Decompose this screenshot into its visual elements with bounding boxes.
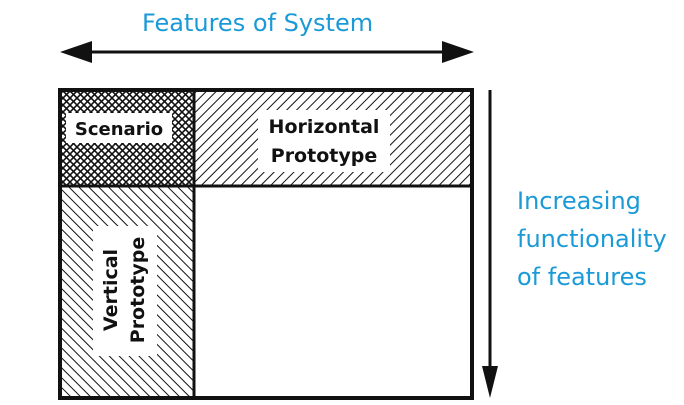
horizontal-label-line-2: Prototype [271,145,377,167]
horizontal-label-line-1: Horizontal [269,116,380,138]
vertical-label-bg [93,226,157,356]
scenario-label-bg [66,113,172,143]
side-label-line-1: Increasing [517,187,641,215]
vertical-label: Vertical Prototype [100,237,149,343]
scenario-label: Scenario [75,119,163,140]
outer-box [58,88,474,400]
side-label-line-3: of features [517,263,647,291]
vertical-label-line-2: Prototype [127,237,149,343]
vertical-label-line-1: Vertical [100,249,122,331]
increasing-functionality-label: Increasing functionality of features [517,182,667,296]
features-of-system-label: Features of System [142,9,374,37]
functionality-arrow [482,90,498,398]
side-label-line-2: functionality [517,225,667,253]
features-arrow [60,41,474,63]
horizontal-label-bg [258,110,390,172]
